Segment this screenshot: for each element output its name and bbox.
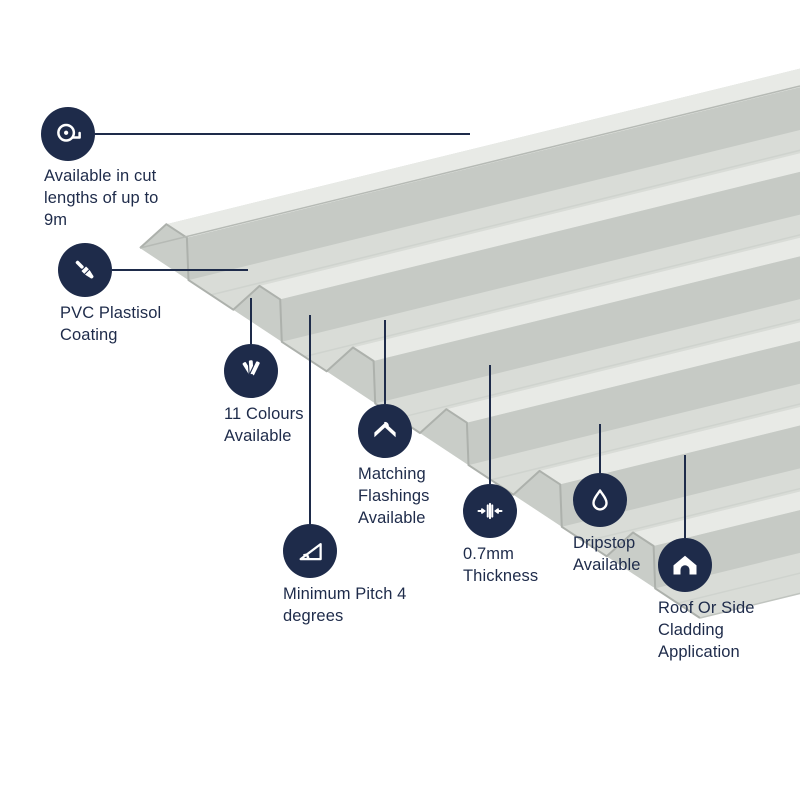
callout-label-colours: 11 Colours Available [224,405,304,445]
callout-line-cladding [684,455,686,538]
callout-line-cut-lengths [95,133,470,135]
callout-label-cut-lengths: Available in cut lengths of up to 9m [44,167,159,229]
house-icon [658,538,712,592]
callout-line-flashings [384,320,386,404]
callout-line-pvc-coating [112,269,248,271]
callout-line-min-pitch [309,315,311,524]
callout-label-dripstop: Dripstop Available [573,534,641,574]
callout-label-pvc-coating: PVC Plastisol Coating [60,304,162,344]
callout-line-thickness [489,365,491,484]
paint-brush-icon [58,243,112,297]
callout-label-cladding: Roof Or Side Cladding Application [658,599,755,661]
flashing-icon [358,404,412,458]
callout-line-dripstop [599,424,601,473]
callout-label-flashings: Matching Flashings Available [358,465,430,527]
callout-label-thickness: 0.7mm Thickness [463,545,539,585]
droplet-icon [573,473,627,527]
callout-line-colours [250,298,252,344]
colour-fan-icon [224,344,278,398]
tape-measure-icon [41,107,95,161]
thickness-icon [463,484,517,538]
pitch-angle-icon [283,524,337,578]
callout-label-min-pitch: Minimum Pitch 4 degrees [283,585,407,625]
